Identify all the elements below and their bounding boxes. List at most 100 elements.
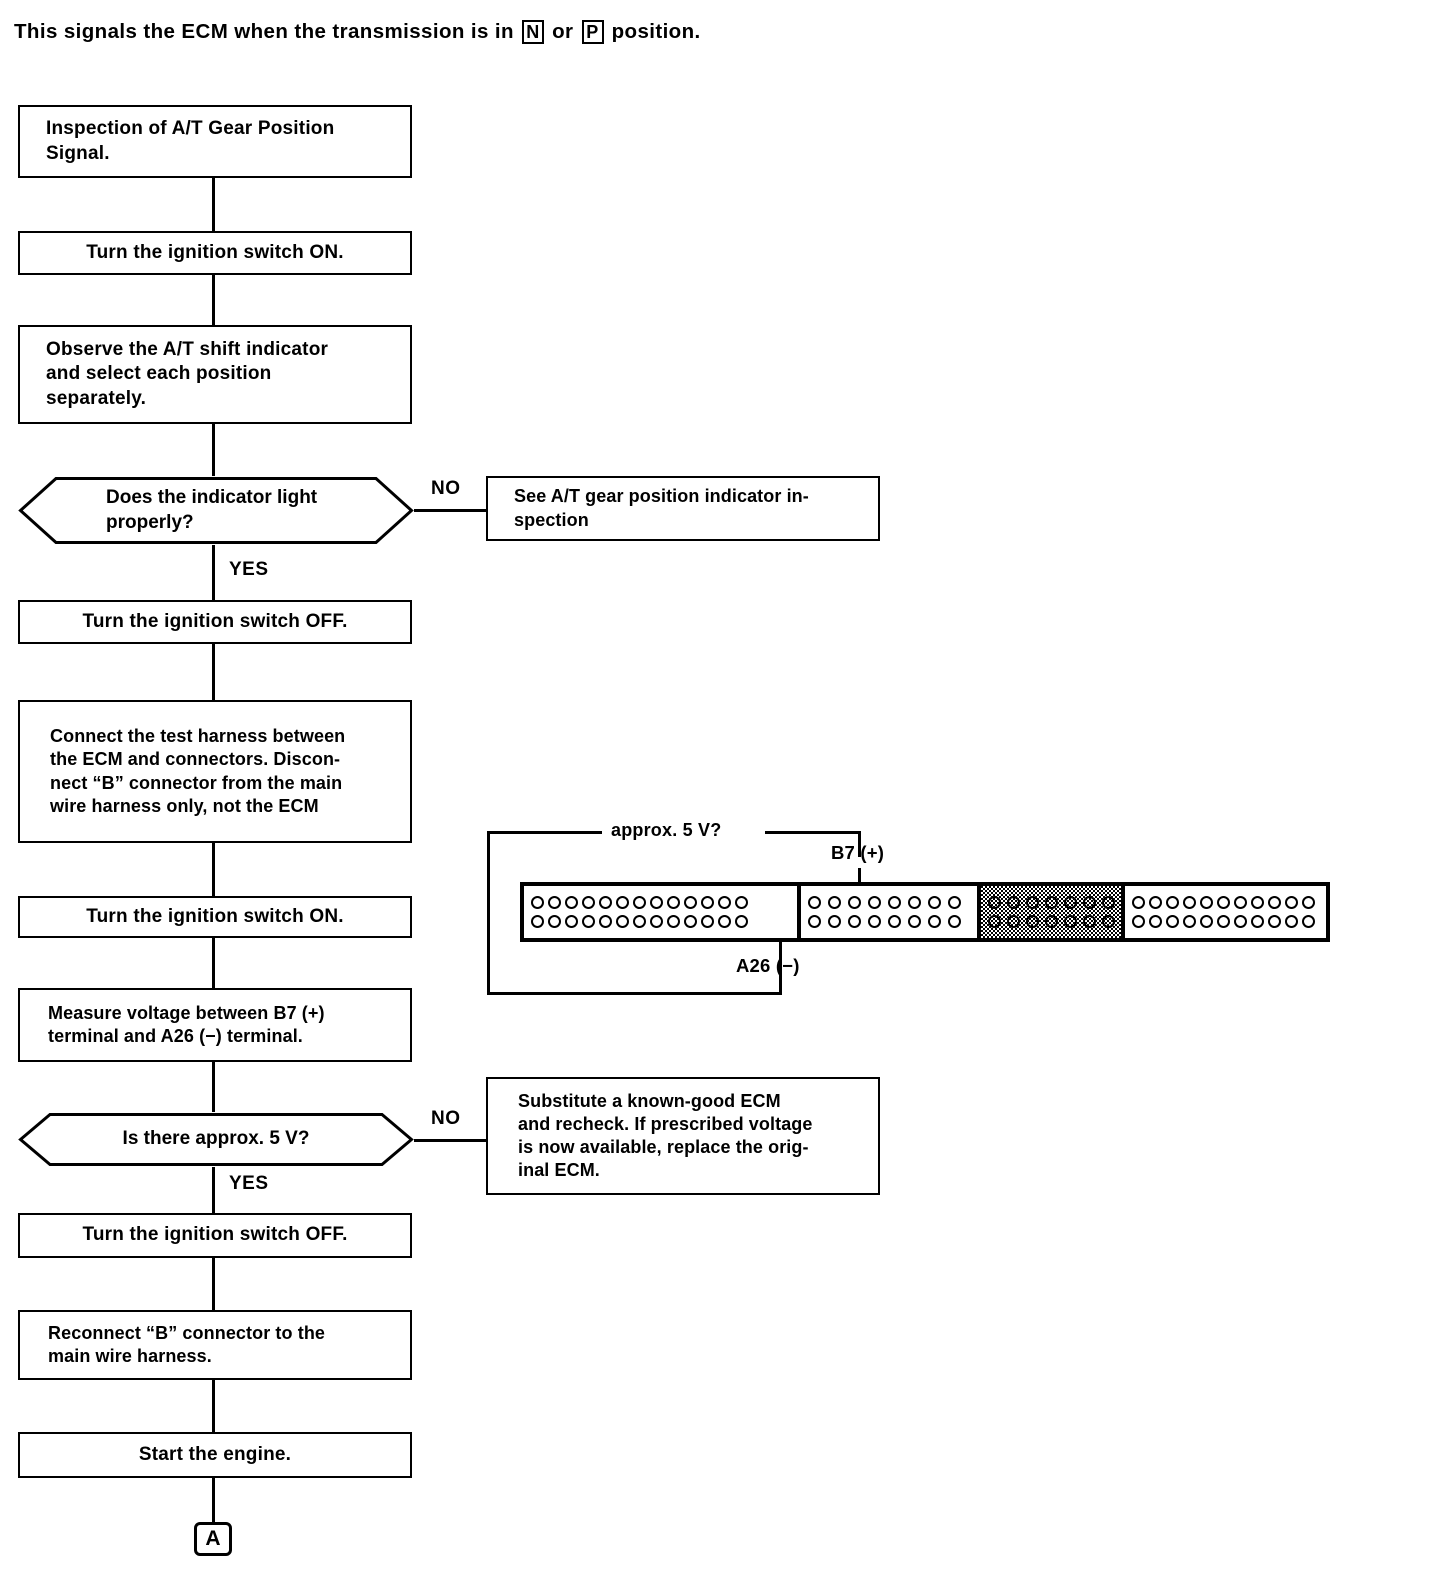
bracket-right-vertical — [779, 930, 782, 994]
box-inspection-title-text: Inspection of A/T Gear Position Signal. — [46, 118, 335, 164]
pin — [531, 915, 544, 928]
a26-negative-label: A26 (−) — [736, 955, 800, 976]
pin — [948, 915, 961, 928]
pin — [828, 915, 841, 928]
connector-line-9 — [212, 1167, 215, 1213]
pin — [1268, 896, 1281, 909]
box-reconnect-connector: Reconnect “B” connector to the main wire… — [18, 1310, 412, 1380]
pin — [908, 896, 921, 909]
box-inspection-title: Inspection of A/T Gear Position Signal. — [18, 105, 412, 178]
box-substitute-ecm: Substitute a known-good ECM and recheck.… — [486, 1077, 880, 1195]
pin — [1183, 896, 1196, 909]
header-middle: or — [546, 20, 580, 43]
pin — [701, 915, 714, 928]
header-suffix: position. — [605, 20, 701, 43]
branch-label-yes-1: YES — [229, 559, 269, 580]
connector-segment-c-shaded — [981, 886, 1125, 938]
pin — [1200, 896, 1213, 909]
bracket-left-vertical — [487, 831, 490, 995]
pin — [599, 896, 612, 909]
pin — [1217, 915, 1230, 928]
decision-indicator-light-shape — [18, 477, 414, 544]
box-connect-harness: Connect the test harness between the ECM… — [18, 700, 412, 843]
pin — [667, 896, 680, 909]
pin — [599, 915, 612, 928]
pin — [1132, 896, 1145, 909]
pin — [1045, 915, 1058, 928]
branch-line-no-1 — [414, 509, 486, 512]
pin-a26 — [735, 915, 748, 928]
pin — [1149, 915, 1162, 928]
pin — [808, 896, 821, 909]
pin — [650, 896, 663, 909]
connector-line-8 — [212, 1062, 215, 1112]
terminal-connector-a-label: A — [205, 1527, 221, 1550]
pin — [1285, 896, 1298, 909]
bracket-bottom-line — [487, 992, 782, 995]
pin — [1102, 915, 1115, 928]
pin — [928, 915, 941, 928]
pin — [582, 896, 595, 909]
box-ignition-off-1-text: Turn the ignition switch OFF. — [82, 610, 348, 632]
box-ignition-off-1: Turn the ignition switch OFF. — [18, 600, 412, 644]
box-ignition-on-2-text: Turn the ignition switch ON. — [86, 905, 344, 927]
branch-line-no-2 — [414, 1139, 486, 1142]
pin — [828, 896, 841, 909]
pin — [1251, 915, 1264, 928]
box-substitute-ecm-text: Substitute a known-good ECM and recheck.… — [518, 1090, 813, 1181]
page-title: This signals the ECM when the transmissi… — [14, 20, 701, 44]
pin — [582, 915, 595, 928]
pin — [1045, 896, 1058, 909]
pin — [988, 896, 1001, 909]
pin — [1183, 915, 1196, 928]
pin — [848, 915, 861, 928]
pin — [1302, 915, 1315, 928]
box-see-indicator-inspection-text: See A/T gear position indicator in- spec… — [514, 486, 809, 530]
box-measure-voltage-text: Measure voltage between B7 (+) terminal … — [48, 1002, 325, 1046]
pin — [1007, 896, 1020, 909]
pin — [948, 896, 961, 909]
pin — [1132, 915, 1145, 928]
pin — [1234, 915, 1247, 928]
pin — [548, 896, 561, 909]
pin — [1200, 915, 1213, 928]
connector-segment-d — [1125, 886, 1326, 938]
branch-label-no-1: NO — [431, 478, 461, 499]
box-measure-voltage: Measure voltage between B7 (+) terminal … — [18, 988, 412, 1062]
boxed-letter-n: N — [522, 20, 544, 44]
pin — [633, 915, 646, 928]
pin — [928, 896, 941, 909]
connector-segment-a-row-top — [531, 896, 790, 909]
connector-line-12 — [212, 1478, 215, 1522]
pin — [1217, 896, 1230, 909]
branch-label-yes-2: YES — [229, 1173, 269, 1194]
pin — [1064, 915, 1077, 928]
pin — [808, 915, 821, 928]
box-start-engine-text: Start the engine. — [138, 1443, 292, 1465]
pin — [1166, 915, 1179, 928]
pin — [718, 896, 731, 909]
connector-segment-b — [801, 886, 981, 938]
pin — [908, 915, 921, 928]
pin — [1026, 915, 1039, 928]
box-ignition-on-1-text: Turn the ignition switch ON. — [86, 241, 344, 263]
pin — [565, 896, 578, 909]
pin — [1166, 896, 1179, 909]
connector-segment-d-row-top — [1132, 896, 1319, 909]
pin — [684, 915, 697, 928]
pin — [667, 915, 680, 928]
connector-segment-a-row-bottom — [531, 915, 790, 928]
pin — [848, 896, 861, 909]
box-connect-harness-text: Connect the test harness between the ECM… — [50, 726, 346, 816]
connector-line-10 — [212, 1258, 215, 1310]
box-see-indicator-inspection: See A/T gear position indicator in- spec… — [486, 476, 880, 541]
connector-line-5 — [212, 644, 215, 700]
bracket-voltage-label: approx. 5 V? — [604, 820, 729, 841]
connector-line-4 — [212, 545, 215, 600]
boxed-letter-p: P — [581, 20, 604, 44]
box-ignition-off-2-text: Turn the ignition switch OFF. — [82, 1224, 348, 1246]
pin — [1234, 896, 1247, 909]
pin — [548, 915, 561, 928]
connector-line-3 — [212, 424, 215, 476]
